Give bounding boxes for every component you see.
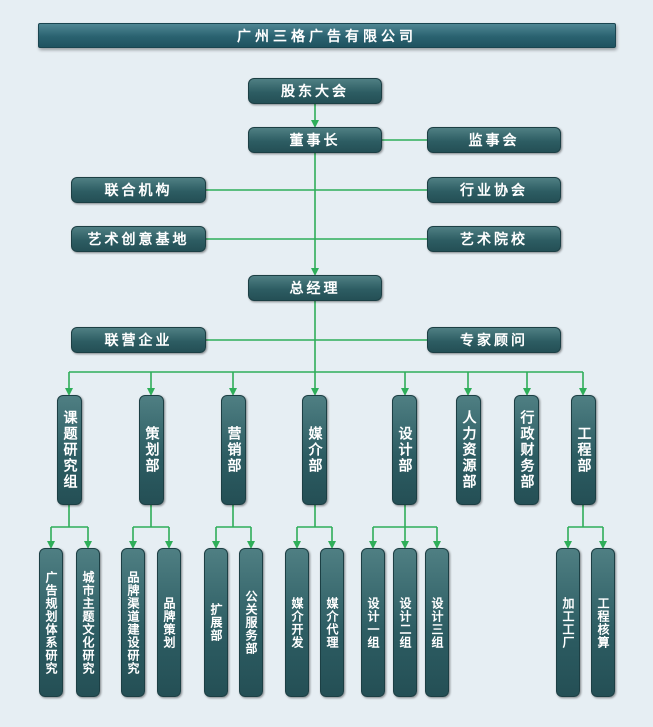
dept-engineering: 工程部 xyxy=(571,395,596,505)
sub-media-development: 媒介开发 xyxy=(285,548,309,697)
node-industry-association: 行业协会 xyxy=(427,177,561,203)
sub-city-culture-research: 城市主题文化研究 xyxy=(76,548,100,697)
dept-marketing: 营销部 xyxy=(221,395,246,505)
sub-engineering-accounting: 工程核算 xyxy=(591,548,615,697)
node-joint-ventures: 联营企业 xyxy=(71,327,206,353)
dept-hr: 人力资源部 xyxy=(456,395,481,505)
dept-design: 设计部 xyxy=(392,395,417,505)
dept-planning: 策划部 xyxy=(139,395,164,505)
sub-design-group-1: 设计一组 xyxy=(361,548,385,697)
node-art-academy: 艺术院校 xyxy=(427,226,561,252)
sub-brand-channel-research: 品牌渠道建设研究 xyxy=(121,548,145,697)
sub-expansion: 扩展部 xyxy=(204,548,228,697)
sub-media-agency: 媒介代理 xyxy=(320,548,344,697)
node-art-creative-base: 艺术创意基地 xyxy=(71,226,206,252)
node-shareholders: 股东大会 xyxy=(248,78,382,104)
sub-design-group-2: 设计二组 xyxy=(393,548,417,697)
sub-processing-factory: 加工工厂 xyxy=(556,548,580,697)
company-title: 广州三格广告有限公司 xyxy=(38,23,616,48)
dept-research-group: 课题研究组 xyxy=(57,395,82,505)
sub-design-group-3: 设计三组 xyxy=(425,548,449,697)
sub-pr-service: 公关服务部 xyxy=(239,548,263,697)
node-general-manager: 总经理 xyxy=(248,275,382,301)
sub-ad-planning-research: 广告规划体系研究 xyxy=(39,548,63,697)
node-expert-advisors: 专家顾问 xyxy=(427,327,561,353)
sub-brand-planning: 品牌策划 xyxy=(157,548,181,697)
node-joint-institutions: 联合机构 xyxy=(71,177,206,203)
dept-admin-finance: 行政财务部 xyxy=(514,395,539,505)
node-board-chair: 董事长 xyxy=(248,127,382,153)
node-supervisory-board: 监事会 xyxy=(427,127,561,153)
dept-media: 媒介部 xyxy=(302,395,327,505)
